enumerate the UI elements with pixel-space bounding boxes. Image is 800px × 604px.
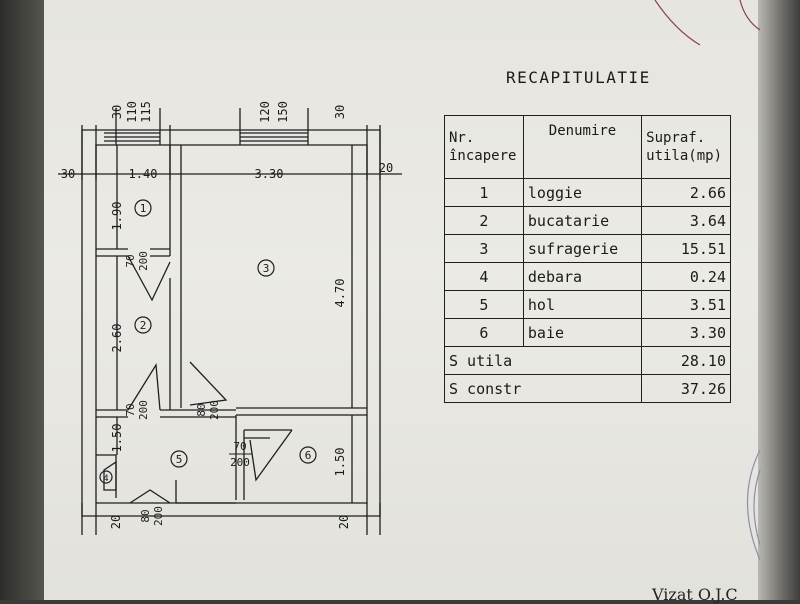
cell-name: debara — [522, 262, 643, 291]
cell-area: 0.24 — [641, 262, 731, 291]
cell-area: 15.51 — [641, 234, 731, 263]
door-swing-2 — [127, 363, 161, 411]
photo-right-edge — [758, 0, 800, 600]
cell-nr: 3 — [444, 234, 524, 263]
door-swing-5 — [129, 489, 171, 504]
cell-name: hol — [522, 290, 643, 319]
dim-d1a: 70 — [124, 254, 137, 267]
table-row: 5 hol 3.51 — [444, 290, 731, 319]
dim-h3: 4.70 — [333, 279, 347, 308]
dim-d5a: 80 — [139, 509, 152, 522]
wall-living-bottom — [236, 407, 367, 416]
total-label: S utila — [443, 346, 643, 375]
dim-h5: 1.50 — [110, 424, 124, 453]
dim-h2: 2.60 — [110, 324, 124, 353]
room-4-circle — [99, 470, 113, 484]
room-label-5: 5 — [176, 453, 183, 466]
total-value: 28.10 — [641, 346, 731, 375]
dim-d1b: 200 — [137, 251, 150, 271]
dim-top-b1: 120 — [258, 101, 272, 123]
total-label: S constr — [443, 374, 643, 403]
dim-right-20: 20 — [379, 161, 393, 175]
cell-area: 2.66 — [641, 178, 731, 207]
room-label-2: 2 — [140, 319, 147, 332]
dim-bot-l: 20 — [109, 515, 123, 529]
room-label-3: 3 — [263, 262, 270, 275]
room-label-4: 4 — [103, 474, 108, 484]
dim-d5b: 200 — [152, 506, 165, 526]
partition-left — [169, 145, 182, 408]
dim-w1: 1.40 — [129, 167, 158, 181]
dim-w3: 3.30 — [255, 167, 284, 181]
wall-kitchen — [96, 409, 236, 418]
closet-box — [103, 460, 117, 491]
cell-name: bucatarie — [522, 206, 643, 235]
dim-top-a3: 115 — [139, 101, 153, 123]
dim-h6: 1.50 — [333, 448, 347, 477]
cell-name: baie — [522, 318, 643, 347]
header-nr: Nr.încapere — [444, 115, 524, 179]
room-2-circle — [134, 316, 152, 334]
room-label-6: 6 — [305, 449, 312, 462]
room-1-circle — [134, 199, 152, 217]
wall-bath — [235, 415, 245, 500]
dim-d3b: 200 — [208, 400, 221, 420]
dim-d2b: 200 — [137, 400, 150, 420]
dim-d3a: 80 — [195, 403, 208, 416]
cell-nr: 6 — [444, 318, 524, 347]
stamp-fragment — [747, 449, 761, 561]
dim-d2a: 70 — [124, 403, 137, 416]
table-row: 1 loggie 2.66 — [444, 178, 731, 207]
room-6-circle — [299, 446, 317, 464]
dim-top-b2: 150 — [276, 101, 290, 123]
window-loggia — [104, 132, 160, 142]
dim-left-30: 30 — [61, 167, 75, 181]
cell-area: 3.64 — [641, 206, 731, 235]
dim-top-b3: 30 — [333, 105, 347, 119]
cell-nr: 1 — [444, 178, 524, 207]
cell-nr: 5 — [444, 290, 524, 319]
photo-left-edge — [0, 0, 44, 600]
table-row: 3 sufragerie 15.51 — [444, 234, 731, 263]
dim-d4b: 200 — [230, 456, 250, 469]
window-living — [240, 132, 308, 142]
room-5-circle — [170, 450, 188, 468]
header-denumire: Denumire — [522, 115, 643, 179]
table-row: 2 bucatarie 3.64 — [444, 206, 731, 235]
cell-nr: 4 — [444, 262, 524, 291]
header-supraf: Supraf.utila(mp) — [641, 115, 731, 179]
total-row-utila: S utila 28.10 — [443, 346, 731, 375]
dim-top-a1: 30 — [110, 105, 124, 119]
dim-top-a2: 110 — [125, 101, 139, 123]
cell-nr: 2 — [444, 206, 524, 235]
footer-vizat: Vizat O.J.C — [652, 585, 738, 604]
wall-loggia — [96, 248, 170, 257]
cell-area: 3.30 — [641, 318, 731, 347]
ink-mark — [654, 0, 701, 46]
room-label-1: 1 — [140, 202, 147, 215]
table-row: 4 debara 0.24 — [444, 262, 731, 291]
room-3-circle — [257, 259, 275, 277]
cell-name: loggie — [522, 178, 643, 207]
door-swing-1 — [127, 255, 171, 302]
table-row: 6 baie 3.30 — [444, 318, 731, 347]
total-value: 37.26 — [641, 374, 731, 403]
cell-name: sufragerie — [522, 234, 643, 263]
door-swing-4 — [249, 429, 293, 482]
dim-h1: 1.90 — [110, 202, 124, 231]
dim-bot-r: 20 — [337, 515, 351, 529]
outer-wall-inner — [95, 144, 368, 504]
cell-area: 3.51 — [641, 290, 731, 319]
table-header-row: Nr.încapere Denumire Supraf.utila(mp) — [444, 115, 731, 179]
dim-d4a: 70 — [233, 440, 246, 453]
total-row-constr: S constr 37.26 — [443, 374, 731, 403]
recap-table: Nr.încapere Denumire Supraf.utila(mp) 1 … — [443, 115, 731, 403]
recap-title: RECAPITULATIE — [506, 68, 651, 87]
door-swing-3 — [189, 361, 228, 406]
